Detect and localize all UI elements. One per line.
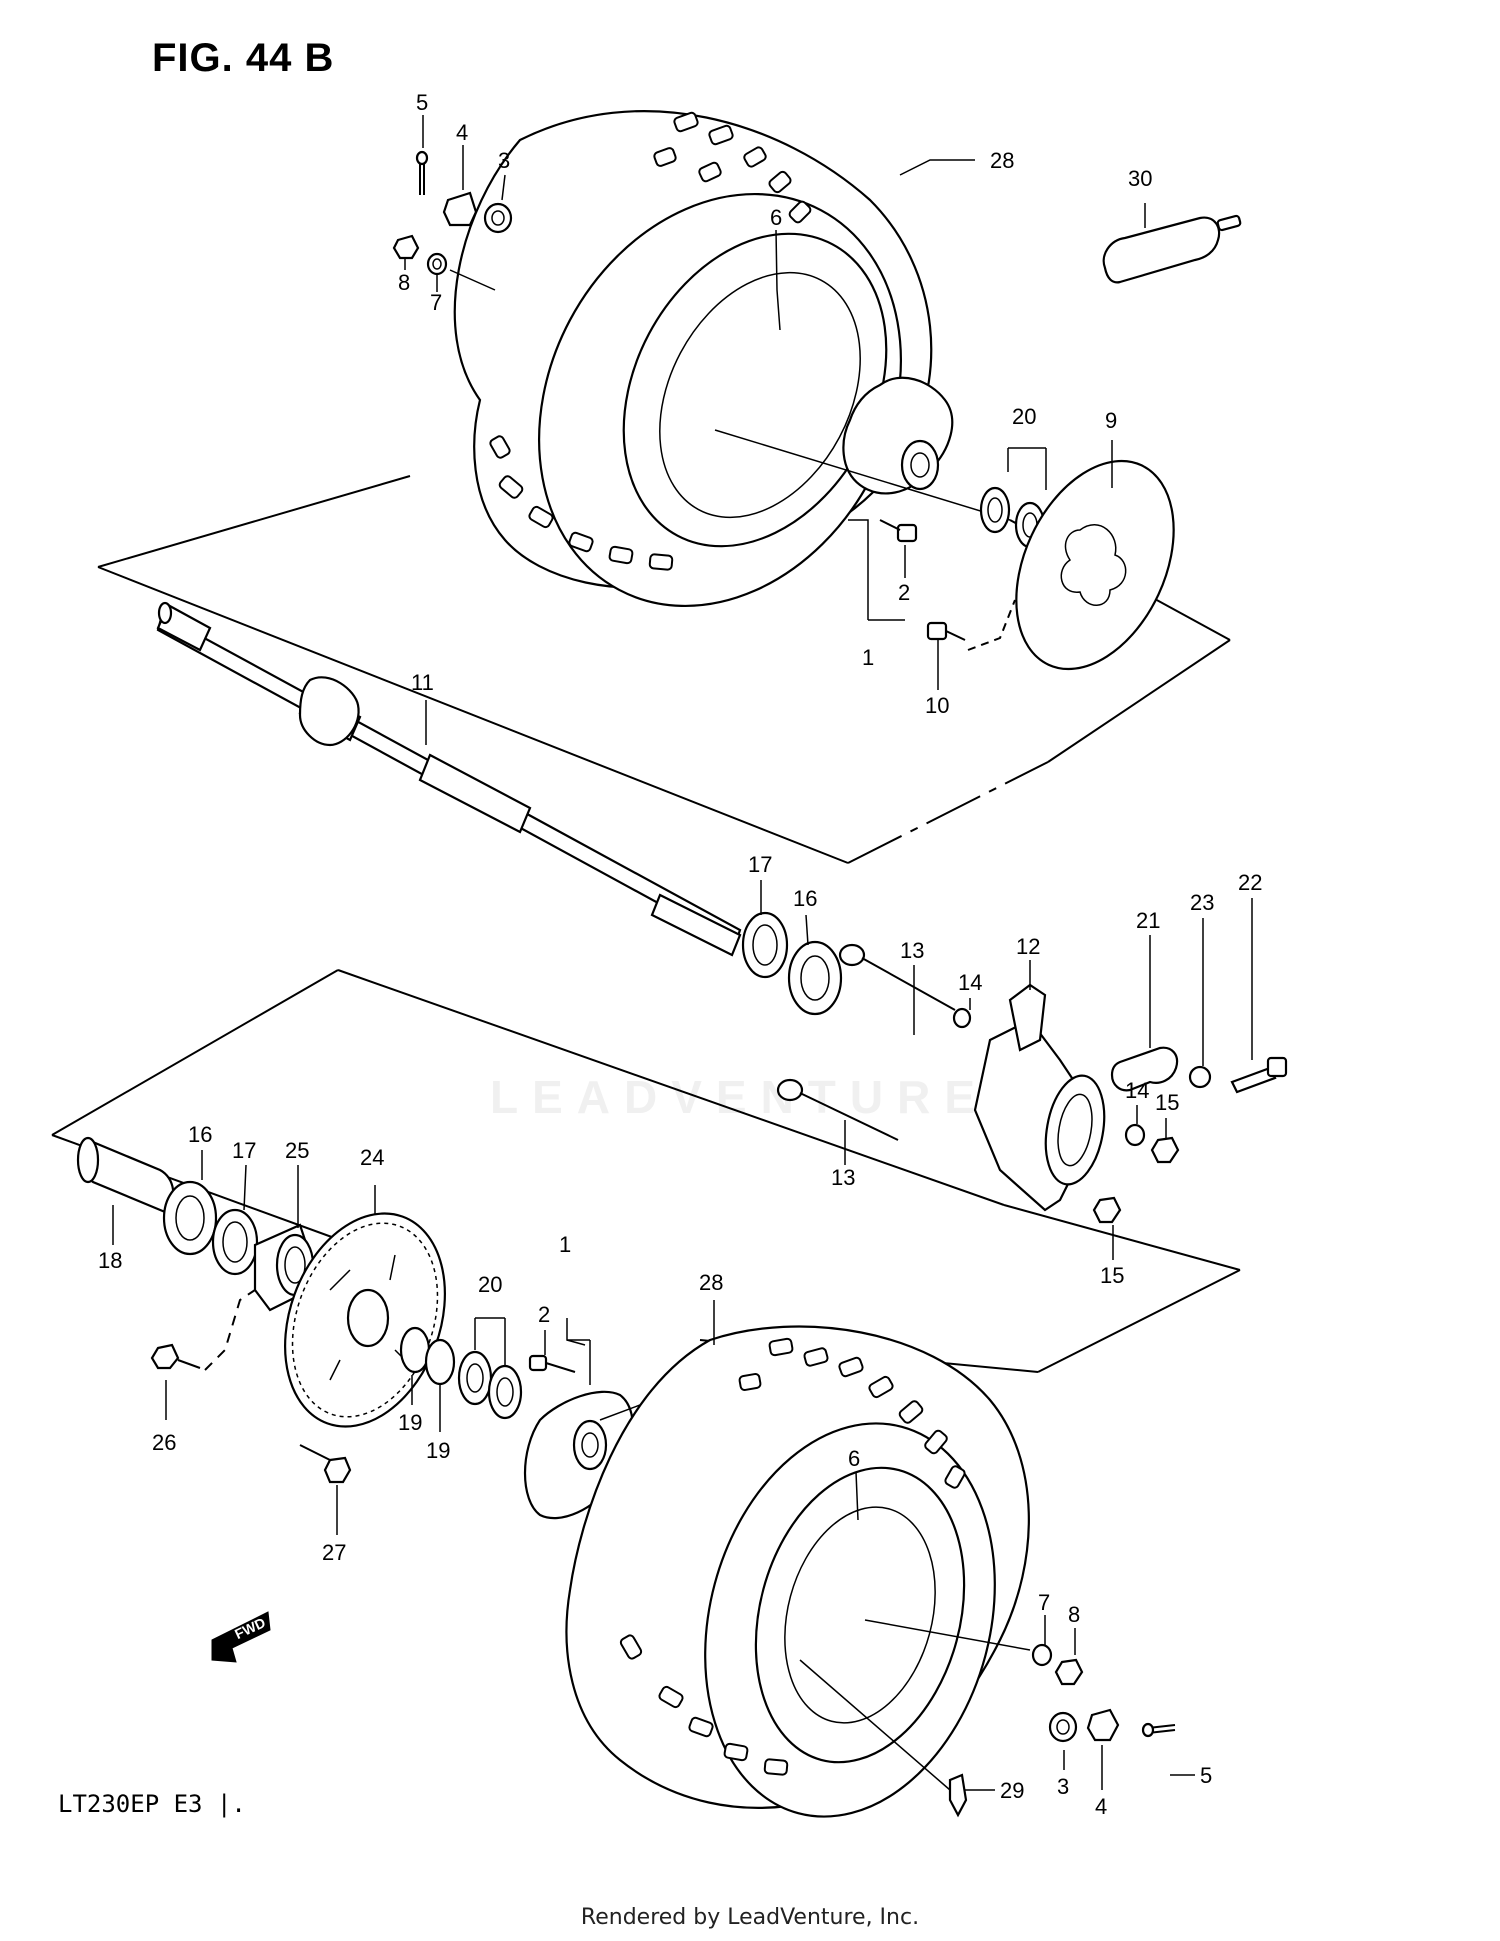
- watermark-text: LEADVENTURE: [490, 1071, 990, 1123]
- callout-5-upper: 5: [416, 90, 428, 115]
- bolt-10: [926, 599, 1016, 651]
- callout-10: 10: [925, 693, 949, 718]
- callout-21: 21: [1136, 908, 1160, 933]
- callout-19-a: 19: [398, 1410, 422, 1435]
- callout-15-lower: 15: [1100, 1263, 1124, 1288]
- bolt-13-upper: [838, 943, 972, 1029]
- callout-3-lower: 3: [1057, 1774, 1069, 1799]
- callout-26: 26: [152, 1430, 176, 1455]
- render-credit: Rendered by LeadVenture, Inc.: [580, 1905, 920, 1930]
- callout-4-upper: 4: [456, 120, 468, 145]
- callout-19-b: 19: [426, 1438, 450, 1463]
- callout-30: 30: [1128, 166, 1152, 191]
- callout-12: 12: [1016, 934, 1040, 959]
- callout-28-lower: 28: [699, 1270, 723, 1295]
- callout-17-lower: 17: [232, 1138, 256, 1163]
- upper-tire-tread: [489, 111, 812, 571]
- callout-13-lower: 13: [831, 1165, 855, 1190]
- leader-lines: [112, 115, 1253, 1791]
- adjuster-parts: [1110, 1046, 1288, 1094]
- upper-hub: [714, 376, 1011, 521]
- washer-nut-right: [1092, 1123, 1180, 1224]
- lower-tire-tread: [619, 1337, 966, 1776]
- hub-bolt-lower: [528, 1354, 576, 1373]
- rear-sprocket: [284, 1212, 446, 1428]
- callout-22: 22: [1238, 870, 1262, 895]
- lower-tire: [565, 1325, 1031, 1818]
- seal-and-bearing-upper: [741, 911, 843, 1016]
- bolt-13-lower: [776, 1078, 899, 1141]
- callout-6-upper: 6: [770, 205, 782, 230]
- callout-20-lower: 20: [478, 1272, 502, 1297]
- sprocket-bolt-nut: [150, 1289, 352, 1484]
- callout-7-upper: 7: [430, 290, 442, 315]
- callout-1-lower: 1: [559, 1232, 571, 1257]
- model-label: LT230EP E3 |.: [58, 1790, 246, 1818]
- callout-14-right: 14: [1125, 1078, 1149, 1103]
- callout-5-lower: 5: [1200, 1763, 1212, 1788]
- callout-16-lower: 16: [188, 1122, 212, 1147]
- callout-16-upper: 16: [793, 886, 817, 911]
- callout-23: 23: [1190, 890, 1214, 915]
- callout-4-lower: 4: [1095, 1794, 1107, 1819]
- lower-bearings-washers: [399, 1326, 523, 1420]
- callout-8-lower: 8: [1068, 1602, 1080, 1627]
- brake-disc: [1015, 459, 1175, 671]
- callout-2-upper: 2: [898, 580, 910, 605]
- upper-tire: [453, 110, 933, 608]
- callout-29: 29: [1000, 1778, 1024, 1803]
- callout-15-right: 15: [1155, 1090, 1179, 1115]
- callout-6-lower: 6: [848, 1446, 860, 1471]
- callout-27: 27: [322, 1540, 346, 1565]
- hub-bolt-upper: [879, 519, 918, 543]
- rear-axle-shaft: [156, 601, 742, 957]
- figure-title: FIG. 44 B: [152, 36, 335, 80]
- axle-nut-set-lower: [948, 1643, 1176, 1818]
- spacer-18: [76, 1136, 175, 1214]
- axle-nut-set-upper: [392, 150, 513, 291]
- callout-11: 11: [411, 670, 434, 695]
- seal-and-bearing-lower: [162, 1180, 259, 1276]
- callout-14-upper: 14: [958, 970, 982, 995]
- callout-25: 25: [285, 1138, 309, 1163]
- callout-8-upper: 8: [398, 270, 410, 295]
- callout-labels: 5 4 3 8 7 28 6 30 20 9 2 1 10 11 17 16 1…: [98, 90, 1262, 1819]
- callout-3-upper: 3: [498, 148, 510, 173]
- callout-28-upper: 28: [990, 148, 1014, 173]
- callout-18: 18: [98, 1248, 122, 1273]
- callout-17-upper: 17: [748, 852, 772, 877]
- axle-housing: [973, 983, 1106, 1212]
- valve-30: [1102, 214, 1242, 284]
- callout-20-upper: 20: [1012, 404, 1036, 429]
- callout-9: 9: [1105, 408, 1117, 433]
- fwd-arrow: FWD: [211, 1611, 271, 1663]
- callout-2-lower: 2: [538, 1302, 550, 1327]
- callout-13-upper: 13: [900, 938, 924, 963]
- callout-7-lower: 7: [1038, 1590, 1050, 1615]
- callout-1-upper: 1: [862, 645, 874, 670]
- callout-24: 24: [360, 1145, 384, 1170]
- sprocket-hub: [253, 1223, 315, 1312]
